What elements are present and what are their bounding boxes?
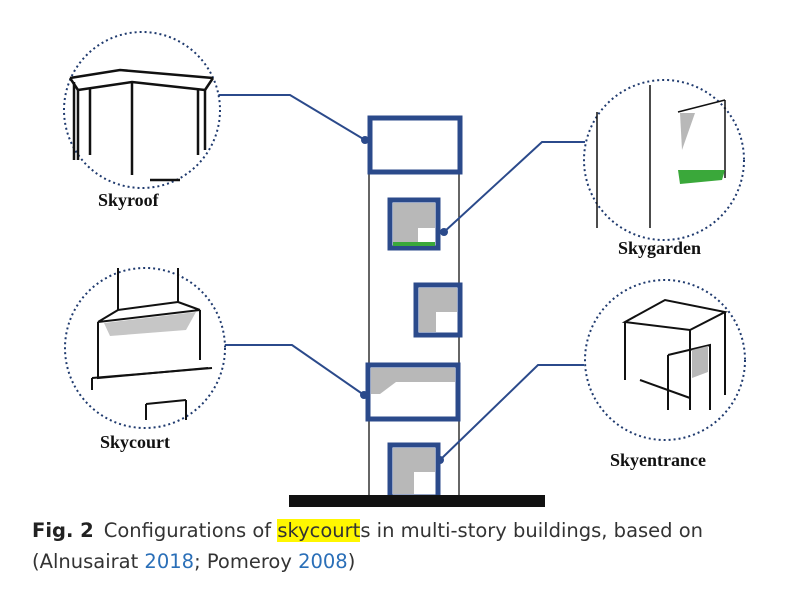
figure-number: Fig. 2 (32, 519, 94, 542)
caption-text-2: s in multi-story buildings, based on (Al… (32, 519, 704, 573)
connector-lines (215, 94, 585, 461)
skygarden-box (387, 197, 441, 251)
reference-link-2018[interactable]: 2018 (144, 550, 195, 573)
skycourt-label: Skycourt (100, 432, 170, 452)
skycourt-detail: Skycourt (64, 267, 226, 452)
caption-text-3: ; Pomeroy (194, 550, 299, 573)
skyroof-label: Skyroof (98, 190, 160, 210)
caption-text-1: Configurations of (103, 519, 278, 542)
skyroof-box (367, 115, 463, 175)
skygarden-label: Skygarden (618, 238, 701, 258)
caption-highlight: skycourt (277, 519, 361, 542)
skyentrance-label: Skyentrance (610, 450, 706, 470)
skyentrance-detail: Skyentrance (584, 279, 746, 470)
skyroof-detail: Skyroof (63, 31, 221, 210)
skycourt-configuration-diagram: Skyroof Skygarden Skyc (63, 31, 746, 507)
skygarden-detail: Skygarden (583, 79, 745, 258)
skycourt-small-box (413, 282, 463, 338)
reference-link-2008[interactable]: 2008 (298, 550, 348, 573)
skyentrance-box (387, 442, 441, 500)
skycourt-wide-box (365, 362, 461, 422)
caption-text-4: ) (347, 550, 356, 573)
figure-caption: Fig. 2 Configurations of skycourts in mul… (32, 515, 772, 577)
ground-slab (289, 495, 545, 507)
